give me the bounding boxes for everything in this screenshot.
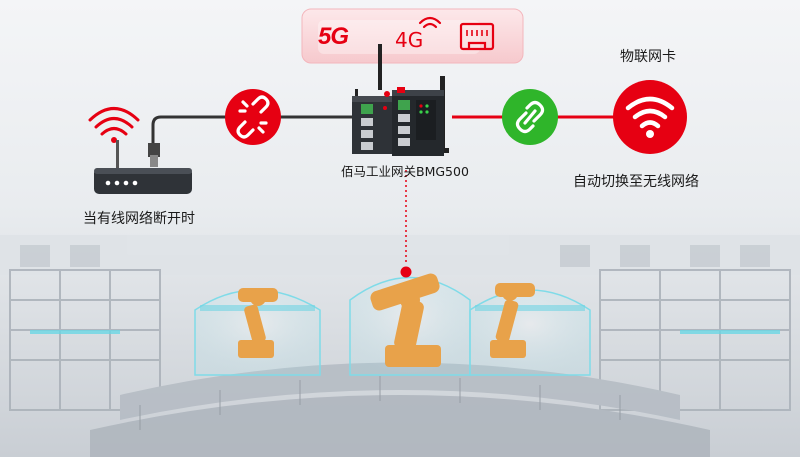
link-icon bbox=[502, 89, 558, 145]
holographic-dome-right bbox=[469, 289, 591, 376]
wired-down-label: 当有线网络断开时 bbox=[83, 211, 195, 227]
iot-card-label: 物联网卡 bbox=[620, 49, 676, 65]
auto-switch-label: 自动切换至无线网络 bbox=[573, 174, 699, 190]
badge-4g: 4G bbox=[395, 28, 424, 52]
broken-link-icon bbox=[225, 89, 281, 145]
ethernet-port-icon bbox=[459, 22, 495, 51]
gateway-label: 佰马工业网关BMG500 bbox=[341, 164, 469, 179]
signal-waves-icon bbox=[418, 16, 442, 29]
badge-5g: 5G bbox=[318, 23, 349, 50]
robot-arm-icon bbox=[238, 273, 535, 367]
industrial-gateway-icon bbox=[352, 44, 449, 156]
wifi-icon bbox=[613, 80, 687, 154]
wired-cable bbox=[151, 115, 357, 143]
router-icon bbox=[88, 107, 192, 194]
factory-background bbox=[0, 235, 800, 457]
robot-connection-dot bbox=[400, 266, 412, 278]
